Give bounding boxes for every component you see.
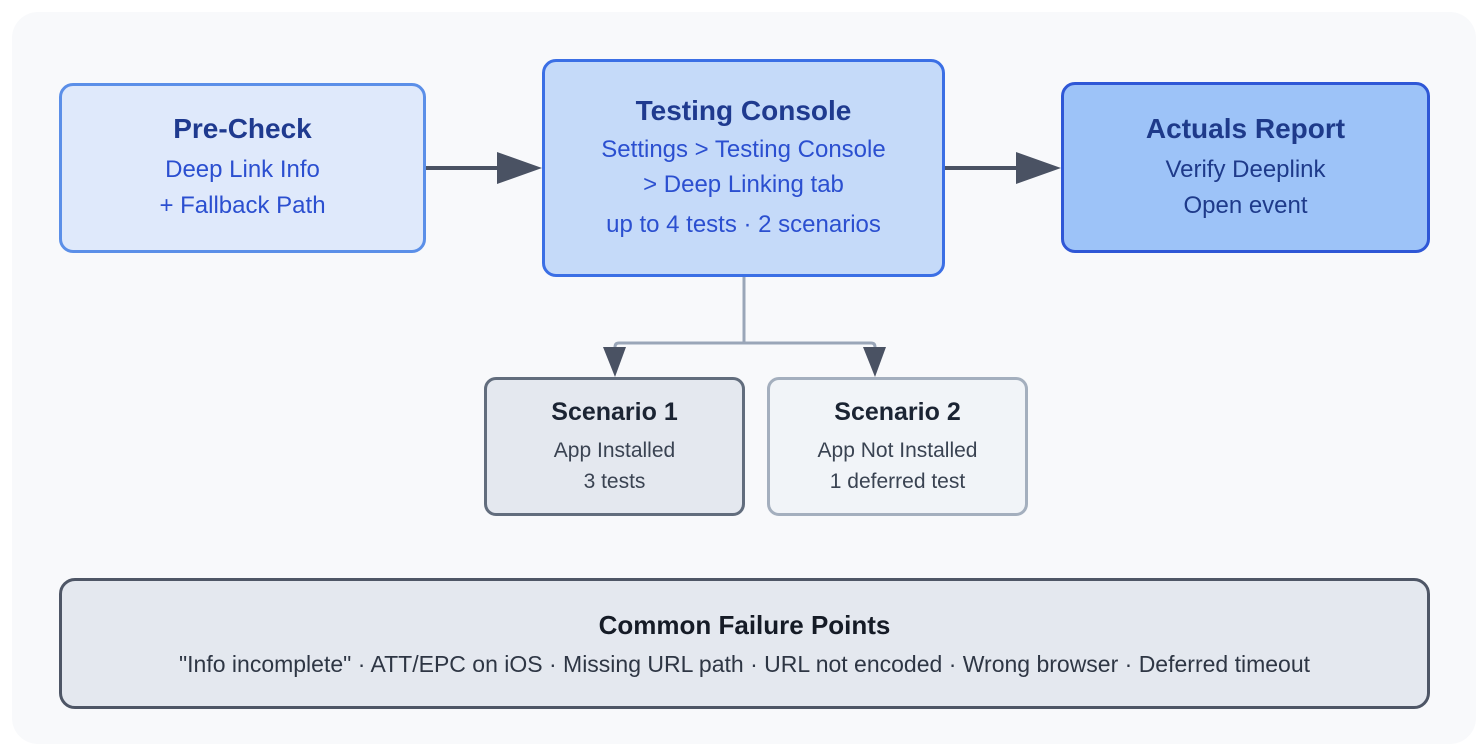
- scenario-2-node: Scenario 2 App Not Installed 1 deferred …: [767, 377, 1028, 516]
- precheck-title: Pre-Check: [173, 113, 312, 144]
- scenario-1-line-2: 3 tests: [583, 469, 646, 493]
- scenario-1-line-1: App Installed: [553, 438, 676, 462]
- scenario-1-title: Scenario 1: [551, 397, 678, 426]
- actuals-line-2: Open event: [1183, 191, 1308, 219]
- actuals-title: Actuals Report: [1145, 112, 1346, 144]
- testing-console-node: Testing Console Settings > Testing Conso…: [542, 59, 945, 277]
- precheck-line-1: Deep Link Info: [165, 156, 320, 183]
- console-line-3: up to 4 tests · 2 scenarios: [606, 211, 881, 238]
- console-title: Testing Console: [635, 95, 852, 126]
- failures-list: "Info incomplete" · ATT/EPC on iOS · Mis…: [179, 650, 1310, 677]
- precheck-node: Pre-Check Deep Link Info + Fallback Path: [59, 83, 426, 253]
- failure-points-panel: Common Failure Points "Info incomplete" …: [59, 578, 1430, 709]
- actuals-line-1: Verify Deeplink: [1165, 155, 1326, 183]
- scenario-2-title: Scenario 2: [834, 397, 961, 426]
- console-line-1: Settings > Testing Console: [601, 136, 886, 163]
- failures-title: Common Failure Points: [598, 609, 891, 640]
- scenario-2-line-2: 1 deferred test: [829, 469, 966, 493]
- precheck-line-2: + Fallback Path: [159, 192, 326, 219]
- actuals-report-node: Actuals Report Verify Deeplink Open even…: [1061, 82, 1430, 253]
- scenario-2-line-1: App Not Installed: [817, 438, 978, 462]
- console-line-2: > Deep Linking tab: [643, 171, 844, 198]
- scenario-1-node: Scenario 1 App Installed 3 tests: [484, 377, 745, 516]
